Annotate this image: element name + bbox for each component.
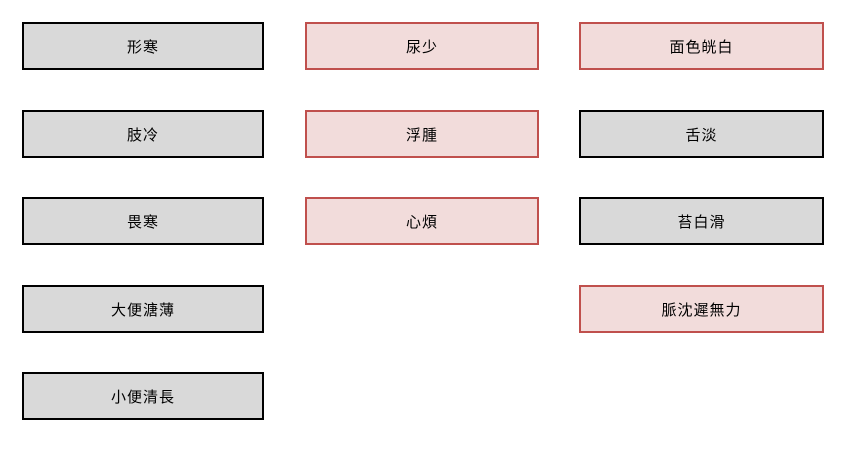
symptom-label: 面色㿠白 <box>669 37 734 56</box>
symptom-shedan[interactable]: 舌淡 <box>579 110 824 158</box>
symptom-mianse-huangbai[interactable]: 面色㿠白 <box>579 22 824 70</box>
symptom-label: 尿少 <box>405 37 438 56</box>
symptom-label: 畏寒 <box>126 212 159 231</box>
symptom-label: 大便溏薄 <box>110 300 175 319</box>
symptom-dabian-tangbo[interactable]: 大便溏薄 <box>22 285 264 333</box>
symptom-xiaobian-qingchang[interactable]: 小便清長 <box>22 372 264 420</box>
symptom-label: 小便清長 <box>110 387 175 406</box>
symptom-weihan[interactable]: 畏寒 <box>22 197 264 245</box>
symptom-zhileng[interactable]: 肢冷 <box>22 110 264 158</box>
symptom-mai-chenchi-wuli[interactable]: 脈沈遲無力 <box>579 285 824 333</box>
symptom-label: 心煩 <box>405 212 438 231</box>
symptom-xinfan[interactable]: 心煩 <box>305 197 539 245</box>
symptom-label: 舌淡 <box>685 125 718 144</box>
symptom-taibaihua[interactable]: 苔白滑 <box>579 197 824 245</box>
symptom-niaoshao[interactable]: 尿少 <box>305 22 539 70</box>
symptom-xinghan[interactable]: 形寒 <box>22 22 264 70</box>
symptom-label: 形寒 <box>126 37 159 56</box>
symptom-label: 脈沈遲無力 <box>661 300 742 319</box>
symptom-label: 浮腫 <box>405 125 438 144</box>
symptom-fuzhong[interactable]: 浮腫 <box>305 110 539 158</box>
symptom-label: 肢冷 <box>126 125 159 144</box>
symptom-label: 苔白滑 <box>677 212 726 231</box>
